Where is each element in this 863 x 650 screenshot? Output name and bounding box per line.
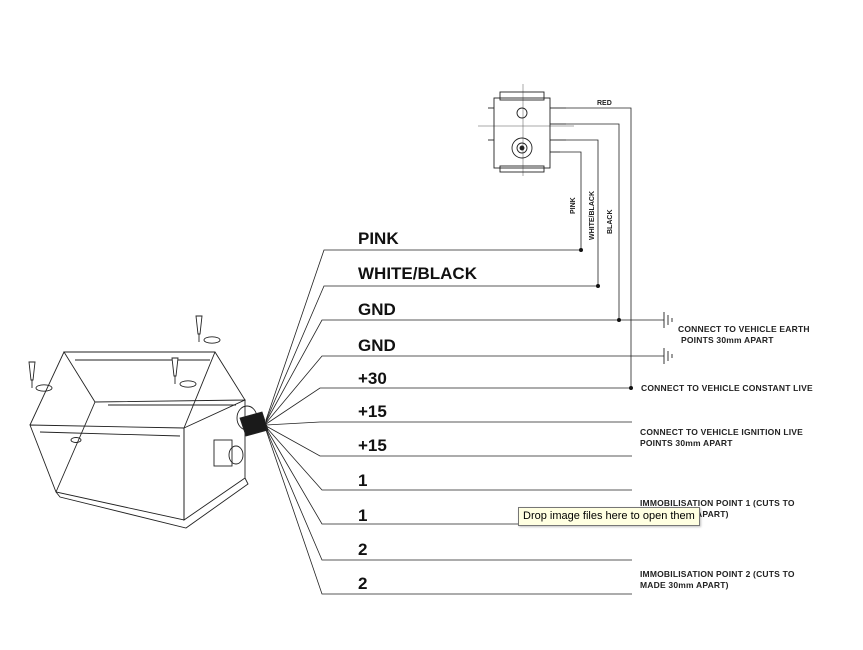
mounting-screw [195, 315, 203, 342]
note-earth: CONNECT TO VEHICLE EARTH POINTS 30mm APA… [678, 324, 810, 347]
switch-label-black: BLACK [607, 209, 614, 235]
mounting-screw [28, 361, 36, 388]
wire-label-plus15: +15 [358, 402, 387, 421]
note-ignition-live: CONNECT TO VEHICLE IGNITION LIVE POINTS … [640, 427, 803, 450]
wire-label-pink: PINK [358, 229, 399, 248]
note-line: CONNECT TO VEHICLE IGNITION LIVE [640, 427, 804, 437]
junction-dot [629, 386, 633, 390]
drop-files-tooltip: Drop image files here to open them [518, 507, 700, 526]
wire-label-white-black: WHITE/BLACK [358, 264, 477, 283]
note-constant-live: CONNECT TO VEHICLE CONSTANT LIVE [641, 383, 813, 394]
junction-dot [579, 248, 583, 252]
mounting-screw [171, 357, 179, 384]
wire-label-2: 2 [358, 540, 368, 559]
wire-label-plus30: +30 [358, 369, 387, 388]
control-unit [29, 336, 249, 529]
wire-label-gnd: GND [358, 300, 396, 319]
note-line: POINTS 30mm APART [681, 335, 774, 346]
wire-label-plus15: +15 [358, 436, 387, 455]
wire-harness [265, 249, 664, 595]
wire-label-1: 1 [358, 471, 368, 490]
junction-dot [617, 318, 621, 322]
switch-label-white-black: WHITE/BLACK [589, 191, 596, 240]
note-line: CONNECT TO VEHICLE CONSTANT LIVE [641, 383, 813, 393]
note-immobilisation-2: IMMOBILISATION POINT 2 (CUTS TO MADE 30m… [640, 569, 795, 592]
junction-dot [596, 284, 600, 288]
wire-label-gnd: GND [358, 336, 396, 355]
note-line: POINTS 30mm APART [640, 438, 733, 449]
wire-label-2: 2 [358, 574, 368, 593]
switch-wires [560, 107, 632, 388]
switch-label-pink: PINK [570, 197, 577, 214]
earth-symbol [663, 312, 673, 328]
note-line: IMMOBILISATION POINT 2 (CUTS TO [640, 569, 795, 579]
wire-connector [236, 405, 269, 437]
note-line: CONNECT TO VEHICLE EARTH [678, 324, 810, 334]
switch-label-red: RED [597, 100, 612, 107]
wire-label-1: 1 [358, 506, 368, 525]
note-line: IMMOBILISATION POINT 1 (CUTS TO [640, 498, 795, 508]
note-line: MADE 30mm APART) [640, 580, 729, 591]
earth-symbol [663, 348, 673, 364]
key-switch [478, 84, 574, 176]
